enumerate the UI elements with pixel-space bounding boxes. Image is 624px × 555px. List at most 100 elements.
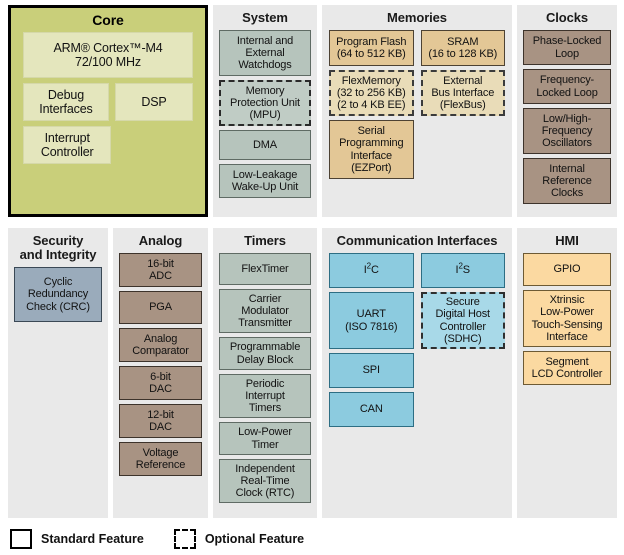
block-label: SPI [362, 364, 380, 377]
block-frequency-locked-loop: Frequency-Locked Loop [523, 69, 611, 104]
block-uart: UART(ISO 7816) [329, 292, 414, 349]
block-pga: PGA [119, 291, 202, 324]
legend-item-standard: Standard Feature [10, 529, 144, 549]
block-label: FlexMemory(32 to 256 KB)(2 to 4 KB EE) [336, 74, 406, 112]
block-label: Frequency-Locked Loop [536, 74, 598, 99]
block-sram: SRAM(16 to 128 KB) [420, 30, 505, 66]
block-label: I2C [363, 261, 379, 277]
memories-column-left: Program Flash(64 to 512 KB) FlexMemory(3… [329, 30, 414, 183]
block-label: DSP [141, 95, 167, 109]
panel-clocks-title: Clocks [545, 10, 589, 25]
panel-core-title: Core [92, 12, 124, 28]
panel-system-title: System [242, 10, 288, 25]
panel-memories: Memories Program Flash(64 to 512 KB) Fle… [322, 5, 512, 217]
legend-item-optional: Optional Feature [173, 529, 305, 549]
panel-comms-title: Communication Interfaces [336, 233, 498, 248]
block-flextimer: FlexTimer [219, 253, 311, 285]
block-label: CAN [359, 403, 383, 416]
block-program-flash: Program Flash(64 to 512 KB) [329, 30, 414, 66]
block-label: DMA [253, 138, 277, 151]
block-label: FlexTimer [241, 262, 289, 275]
panel-hmi-title: HMI [555, 233, 579, 248]
block-label: GPIO [553, 263, 581, 276]
block-can: CAN [329, 392, 414, 427]
panel-memories-title: Memories [387, 10, 447, 25]
panel-timers-title: Timers [244, 233, 286, 248]
block-spi: SPI [329, 353, 414, 388]
legend-label-standard: Standard Feature [41, 532, 144, 546]
panel-communication-interfaces: Communication Interfaces I2C UART(ISO 78… [322, 228, 512, 518]
block-dsp: DSP [114, 83, 193, 121]
block-label: Program Flash(64 to 512 KB) [336, 35, 407, 60]
legend: Standard Feature Optional Feature [10, 529, 334, 549]
block-i2c: I2C [329, 253, 414, 288]
block-label: SRAM(16 to 128 KB) [428, 35, 498, 60]
block-i2s: I2S [420, 253, 505, 288]
block-label: I2S [455, 261, 471, 277]
block-gpio: GPIO [523, 253, 611, 286]
legend-label-optional: Optional Feature [204, 532, 305, 546]
block-label: UART(ISO 7816) [345, 308, 398, 333]
block-label: PGA [149, 301, 172, 314]
legend-swatch-standard-icon [10, 529, 32, 549]
legend-swatch-optional-icon [173, 529, 196, 549]
panel-analog-title: Analog [138, 233, 183, 248]
